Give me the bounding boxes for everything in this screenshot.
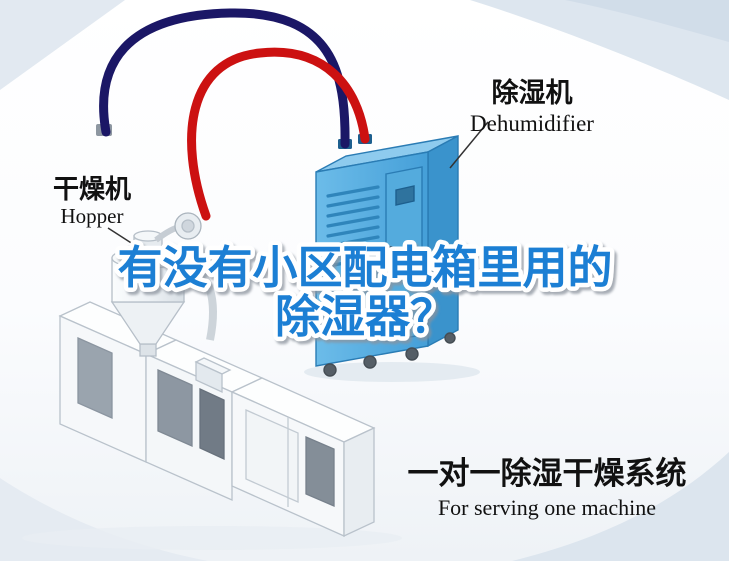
machine-aux-front: [195, 360, 223, 394]
hopper-neck: [139, 343, 157, 357]
main-title: 有没有小区配电箱里用的 除湿器？: [113, 238, 617, 347]
system-label-en: For serving one machine: [438, 495, 656, 520]
machine-box1-panel: [77, 337, 113, 419]
machine-shadow: [22, 526, 402, 550]
cabinet-shadow: [304, 362, 480, 382]
corner-swoosh-bottom-right: [512, 452, 729, 561]
hopper-blower-hub: [181, 219, 195, 233]
system-label-cn: 一对一除湿干燥系统: [408, 456, 687, 491]
machine-box3-panel: [305, 436, 335, 507]
cabinet-casters: [323, 332, 456, 377]
hopper-unit: [110, 212, 217, 357]
hopper-label-cn: 干燥机: [53, 174, 131, 204]
machine-box3-side: [343, 426, 375, 538]
corner-swoosh-top-right: [470, 0, 729, 100]
corner-swoosh-top-right-accent: [565, 0, 729, 42]
cabinet-vent-grille: [326, 185, 380, 268]
machine-box2-panel-b: [199, 387, 225, 461]
dehumidifier-label-en: Dehumidifier: [470, 111, 594, 136]
title-line1: 有没有小区配电箱里用的: [117, 242, 612, 293]
dehumidifier-label-cn: 除湿机: [492, 77, 573, 108]
title-line2: 除湿器？: [275, 291, 455, 342]
machine-box3-door: [245, 409, 299, 503]
pipe-navy: [99, 8, 350, 149]
corner-swoosh-top-left: [0, 0, 125, 90]
hopper-label-en: Hopper: [61, 204, 124, 228]
pipe-red: [187, 47, 370, 221]
dehumidifier-label-line: [449, 121, 489, 169]
hopper-return-hose: [182, 258, 217, 341]
cabinet-door: [385, 166, 423, 342]
machine-box2-panel-a: [157, 369, 193, 447]
cabinet-control-panel: [395, 185, 415, 206]
injection-molding-machine: [58, 301, 376, 538]
dehumidifier-cabinet: [315, 134, 459, 377]
hopper-label-line: [107, 227, 137, 247]
